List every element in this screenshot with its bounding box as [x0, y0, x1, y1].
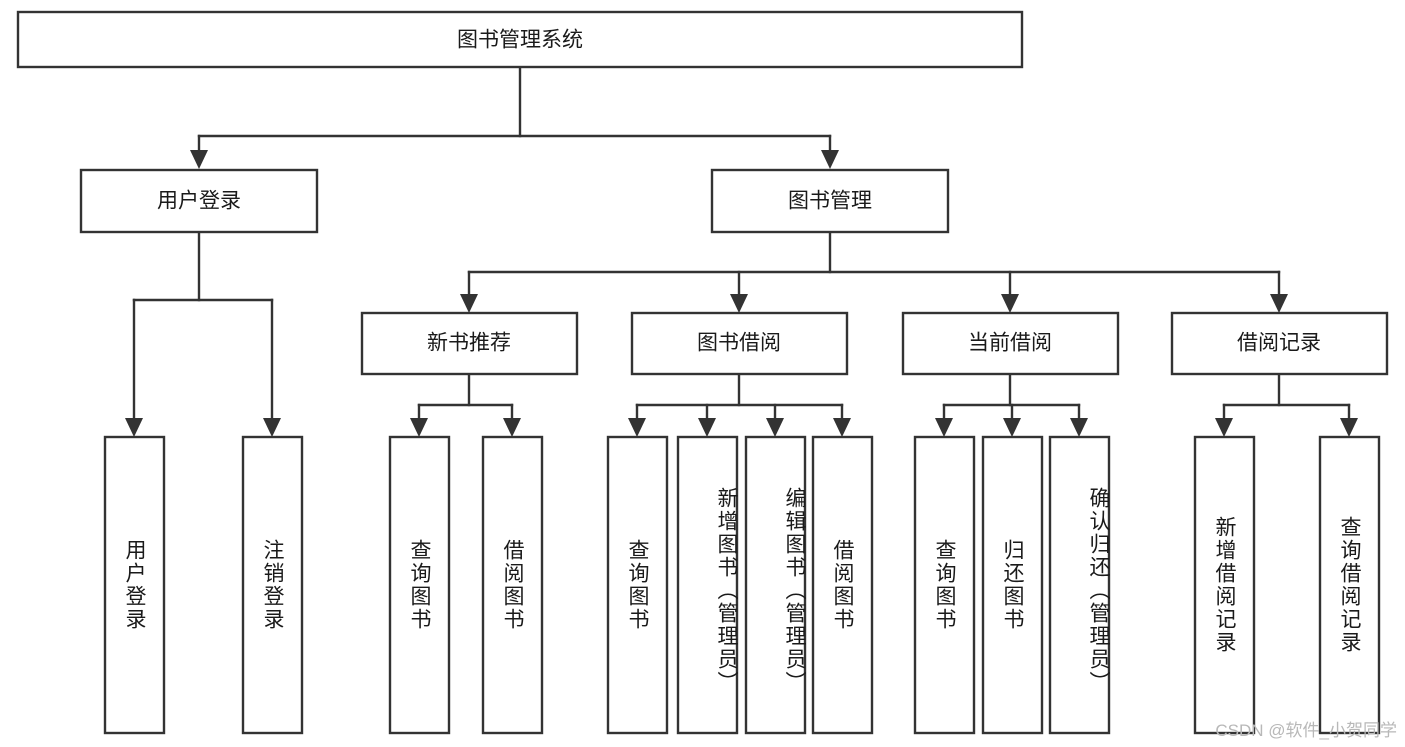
leaf-box-borrow-record-0[interactable]: [1193, 435, 1256, 735]
node-book-management-label: 图书管理: [788, 190, 872, 213]
node-book-borrow[interactable]: 图书借阅: [630, 311, 849, 376]
arrowhead-icon: [190, 150, 208, 169]
leaf-box-book-borrow-3[interactable]: [811, 435, 874, 735]
node-borrow-record-label: 借阅记录: [1237, 332, 1321, 355]
arrowhead-icon: [1003, 418, 1021, 437]
node-current-borrow[interactable]: 当前借阅: [901, 311, 1120, 376]
node-user-login-box[interactable]: [79, 168, 319, 234]
node-borrow-record-box[interactable]: [1170, 311, 1389, 376]
arrowhead-icon: [410, 418, 428, 437]
arrowhead-icon: [1001, 294, 1019, 313]
node-book-management-box[interactable]: [710, 168, 950, 234]
leaf-box-new-book-0[interactable]: [388, 435, 451, 735]
arrowhead-icon: [698, 418, 716, 437]
leaf-box-user-login-1[interactable]: [241, 435, 304, 735]
leaf-box-current-borrow-2[interactable]: [1048, 435, 1111, 735]
arrowhead-icon: [730, 294, 748, 313]
node-root[interactable]: 图书管理系统: [16, 10, 1024, 69]
arrowhead-icon: [821, 150, 839, 169]
leaf-box-book-borrow-2[interactable]: [744, 435, 807, 735]
arrowhead-icon: [1215, 418, 1233, 437]
leaf-box-book-borrow-0[interactable]: [606, 435, 669, 735]
leaf-box-user-login-0[interactable]: [103, 435, 166, 735]
leaf-box-book-borrow-1[interactable]: [676, 435, 739, 735]
node-user-login[interactable]: 用户登录: [79, 168, 319, 234]
connector-group: [132, 65, 1351, 420]
node-borrow-record[interactable]: 借阅记录: [1170, 311, 1389, 376]
leaf-box-borrow-record-1[interactable]: [1318, 435, 1381, 735]
leaf-box-current-borrow-1[interactable]: [981, 435, 1044, 735]
arrowhead-icon: [125, 418, 143, 437]
arrowhead-icon: [766, 418, 784, 437]
node-current-borrow-box[interactable]: [901, 311, 1120, 376]
arrowhead-icon: [503, 418, 521, 437]
arrowhead-icon: [833, 418, 851, 437]
leaf-box-new-book-1[interactable]: [481, 435, 544, 735]
node-new-book-recommend[interactable]: 新书推荐: [360, 311, 579, 376]
leaf-box-current-borrow-0[interactable]: [913, 435, 976, 735]
arrowhead-icon: [460, 294, 478, 313]
node-current-borrow-label: 当前借阅: [968, 332, 1052, 355]
arrowhead-icon: [263, 418, 281, 437]
node-book-borrow-label: 图书借阅: [697, 332, 781, 355]
node-root-label: 图书管理系统: [457, 29, 583, 52]
node-root-box[interactable]: [16, 10, 1024, 69]
arrowhead-group: [125, 150, 1358, 437]
node-user-login-label: 用户登录: [157, 190, 241, 213]
leaf-box-group: [103, 435, 1381, 735]
node-new-book-recommend-box[interactable]: [360, 311, 579, 376]
node-book-borrow-box[interactable]: [630, 311, 849, 376]
arrowhead-icon: [628, 418, 646, 437]
arrowhead-icon: [1070, 418, 1088, 437]
node-new-book-recommend-label: 新书推荐: [427, 332, 511, 355]
arrowhead-icon: [935, 418, 953, 437]
arrowhead-icon: [1340, 418, 1358, 437]
node-book-management[interactable]: 图书管理: [710, 168, 950, 234]
watermark-text: CSDN @软件_小贺同学: [1215, 721, 1397, 740]
arrowhead-icon: [1270, 294, 1288, 313]
